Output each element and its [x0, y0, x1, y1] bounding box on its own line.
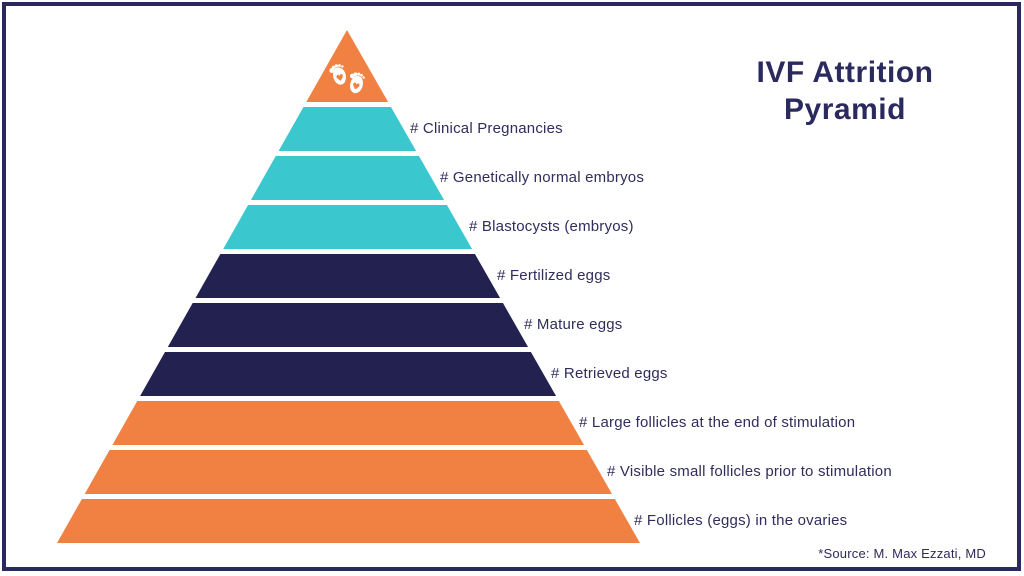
layer-label-blastocysts: # Blastocysts (embryos)	[469, 218, 634, 235]
baby-feet-icon: ♥ ♥	[329, 64, 365, 94]
page-title: IVF Attrition Pyramid	[756, 56, 934, 126]
pyramid-layer-band	[57, 499, 640, 543]
layer-label-retrieved-eggs: # Retrieved eggs	[551, 365, 668, 382]
heart-icon: ♥	[351, 82, 361, 94]
layer-label-mature-eggs: # Mature eggs	[524, 316, 623, 333]
layer-label-genetically-normal-embryos: # Genetically normal embryos	[440, 169, 645, 186]
pyramid-layer-band	[57, 352, 640, 396]
source-credit: *Source: M. Max Ezzati, MD	[818, 546, 986, 561]
layer-label-clinical-pregnancies: # Clinical Pregnancies	[410, 120, 563, 137]
pyramid-layer-band	[57, 401, 640, 445]
heart-icon: ♥	[335, 73, 345, 85]
layer-label-follicles-in-ovaries: # Follicles (eggs) in the ovaries	[634, 512, 848, 529]
layer-label-large-follicles: # Large follicles at the end of stimulat…	[579, 414, 856, 431]
layer-label-fertilized-eggs: # Fertilized eggs	[497, 267, 611, 284]
layer-label-visible-small-follicles: # Visible small follicles prior to stimu…	[607, 463, 892, 480]
pyramid-layer-band	[57, 450, 640, 494]
pyramid-layer-band	[57, 303, 640, 347]
